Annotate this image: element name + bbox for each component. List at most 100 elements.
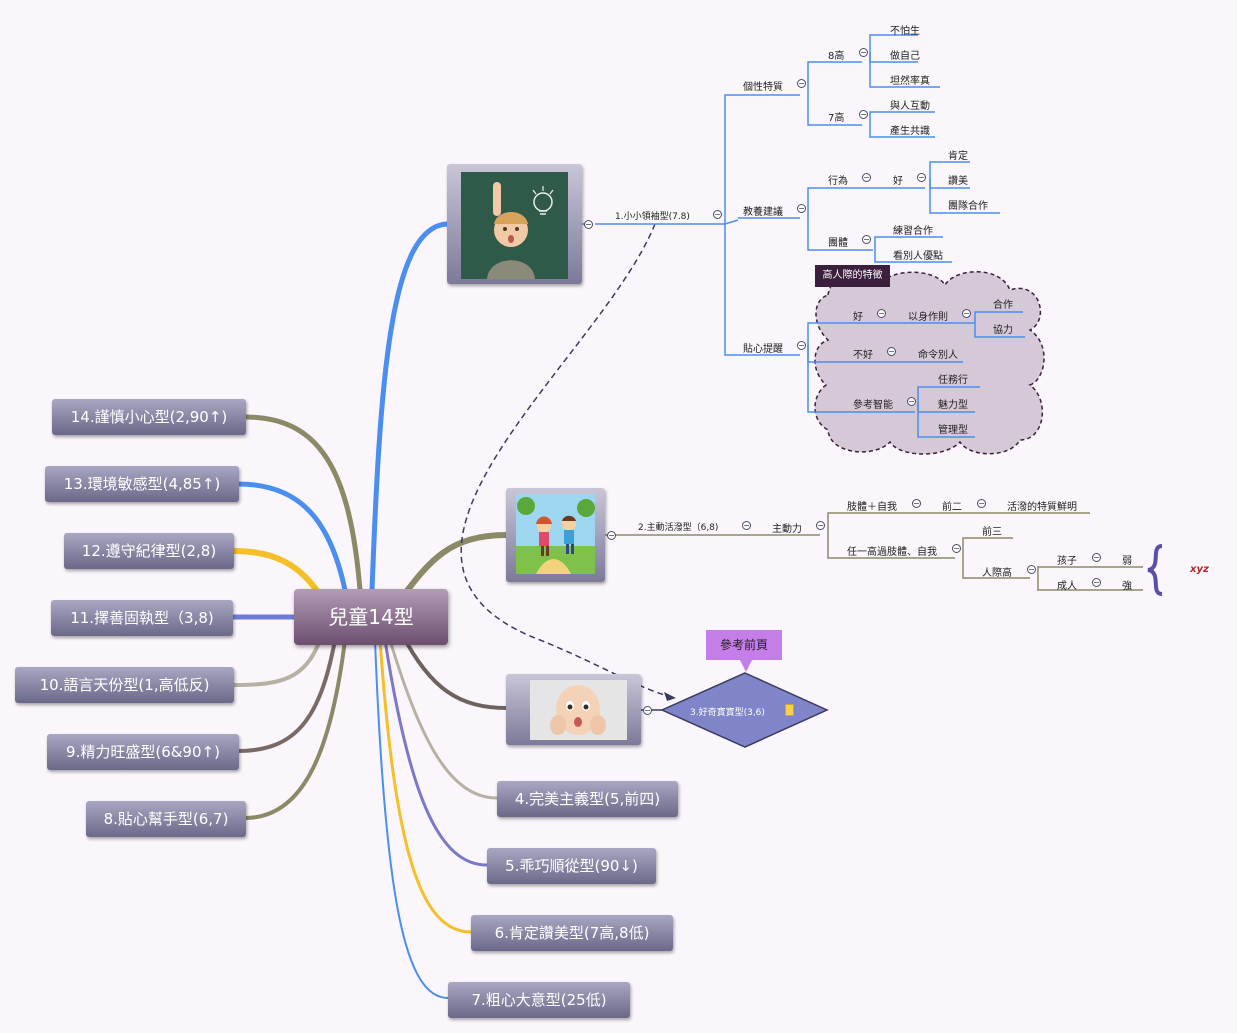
branch-line-4 — [388, 638, 499, 800]
subtopic-behavior[interactable]: 行為 — [828, 176, 848, 187]
topic-1-label[interactable]: 1.小小領袖型(7.8) — [615, 212, 690, 222]
collapse-icon[interactable]: − — [859, 110, 868, 119]
leaf-command[interactable]: 命令別人 — [918, 350, 958, 361]
subtopic-personality[interactable]: 個性特質 — [743, 82, 783, 93]
leaf-r3[interactable]: 管理型 — [938, 425, 968, 436]
collapse-icon[interactable]: − — [742, 521, 751, 530]
note-icon[interactable] — [785, 704, 794, 716]
branch-line-6 — [378, 638, 473, 934]
summary-brace — [1147, 544, 1163, 596]
leaf-e3[interactable]: 團隊合作 — [948, 201, 988, 212]
topic-3-image-box[interactable] — [506, 674, 641, 745]
collapse-icon[interactable]: − — [952, 544, 961, 553]
leaf-g1[interactable]: 練習合作 — [893, 226, 933, 237]
kids-playing-image — [516, 494, 595, 574]
leaf-e2[interactable]: 讚美 — [948, 176, 968, 187]
collapse-icon[interactable]: − — [713, 210, 722, 219]
leaf-c2[interactable]: 協力 — [993, 325, 1013, 336]
collapse-icon[interactable]: − — [797, 79, 806, 88]
leaf-r1[interactable]: 任務行 — [938, 375, 968, 386]
branch-line-1 — [369, 221, 451, 593]
subtopic-high7[interactable]: 7高 — [828, 113, 845, 124]
leaf-r2[interactable]: 魅力型 — [938, 400, 968, 411]
collapse-icon[interactable]: − — [1092, 578, 1101, 587]
collapse-icon[interactable]: − — [607, 531, 616, 540]
subtopic-high8[interactable]: 8高 — [828, 51, 845, 62]
topic-10[interactable]: 10.語言天份型(1,高低反) — [15, 667, 234, 703]
collapse-icon[interactable]: − — [859, 48, 868, 57]
topic-12[interactable]: 12.遵守紀律型(2,8) — [64, 533, 234, 569]
collapse-icon[interactable]: − — [1092, 553, 1101, 562]
topic-11[interactable]: 11.擇善固執型（3,8) — [51, 600, 233, 636]
topic-3-label[interactable]: 3.好奇寶寶型(3,6) — [690, 708, 765, 718]
subtopic-adult[interactable]: 成人 — [1057, 581, 1077, 592]
topic-5[interactable]: 5.乖巧順從型(90↓) — [487, 848, 656, 884]
leaf-p1[interactable]: 不怕生 — [890, 26, 920, 37]
branch-line-13 — [235, 481, 348, 593]
subtopic-example[interactable]: 以身作則 — [908, 312, 948, 323]
leaf-p4[interactable]: 與人互動 — [890, 101, 930, 112]
subtopic-ref[interactable]: 參考智能 — [853, 400, 893, 411]
collapse-icon[interactable]: − — [584, 220, 593, 229]
topic-8[interactable]: 8.貼心幫手型(6,7) — [86, 801, 246, 837]
topic-9[interactable]: 9.精力旺盛型(6&90↑) — [47, 734, 239, 770]
collapse-icon[interactable]: − — [862, 235, 871, 244]
topic-7[interactable]: 7.粗心大意型(25低) — [448, 982, 630, 1018]
relationship-arrow — [460, 223, 677, 699]
leaf-lively[interactable]: 活潑的特質鮮明 — [1007, 502, 1077, 513]
collapse-icon[interactable]: − — [912, 499, 921, 508]
branch-line-5 — [383, 638, 489, 867]
leaf-front3[interactable]: 前三 — [982, 527, 1002, 538]
topic-13[interactable]: 13.環境敏感型(4,85↑) — [45, 466, 239, 502]
branch-line-12 — [231, 548, 323, 598]
subtopic-active[interactable]: 主動力 — [772, 524, 802, 535]
subtopic-tips[interactable]: 貼心提醒 — [743, 344, 783, 355]
collapse-icon[interactable]: − — [797, 341, 806, 350]
boundary-cloud — [814, 271, 1045, 455]
topic-6[interactable]: 6.肯定讚美型(7高,8低) — [471, 915, 673, 951]
summary-label[interactable]: xyz — [1190, 564, 1209, 575]
topic-2-image-box[interactable] — [506, 488, 605, 582]
collapse-icon[interactable]: − — [917, 173, 926, 182]
boy-chalkboard-image — [461, 172, 568, 279]
leaf-p3[interactable]: 坦然率真 — [890, 76, 930, 87]
branch-line-7 — [374, 639, 449, 999]
leaf-e1[interactable]: 肯定 — [948, 151, 968, 162]
surprised-baby-image — [530, 680, 627, 740]
collapse-icon[interactable]: − — [797, 204, 806, 213]
subtopic-bad[interactable]: 不好 — [853, 350, 873, 361]
subtopic-tips-good[interactable]: 好 — [853, 312, 863, 323]
callout-reference[interactable]: 參考前頁 — [706, 630, 782, 672]
branch-line-14 — [242, 414, 363, 593]
subtopic-good[interactable]: 好 — [893, 176, 903, 187]
collapse-icon[interactable]: − — [962, 309, 971, 318]
subtopic-child[interactable]: 孩子 — [1057, 556, 1077, 567]
leaf-weak[interactable]: 弱 — [1122, 556, 1132, 567]
collapse-icon[interactable]: − — [816, 521, 825, 530]
subtopic-education[interactable]: 教養建議 — [743, 207, 783, 218]
topic-4[interactable]: 4.完美主義型(5,前四) — [497, 781, 678, 817]
subtopic-social[interactable]: 人際高 — [982, 568, 1012, 579]
leaf-p5[interactable]: 產生共識 — [890, 126, 930, 137]
topic-14[interactable]: 14.謹慎小心型(2,90↑) — [52, 399, 246, 435]
leaf-strong[interactable]: 強 — [1122, 581, 1132, 592]
subtopic-group[interactable]: 團體 — [828, 238, 848, 249]
collapse-icon[interactable]: − — [977, 499, 986, 508]
collapse-icon[interactable]: − — [887, 347, 896, 356]
collapse-icon[interactable]: − — [862, 173, 871, 182]
collapse-icon[interactable]: − — [643, 706, 652, 715]
leaf-c1[interactable]: 合作 — [993, 300, 1013, 311]
leaf-g2[interactable]: 看別人優點 — [893, 251, 943, 262]
collapse-icon[interactable]: − — [1027, 565, 1036, 574]
collapse-icon[interactable]: − — [877, 309, 886, 318]
topic-1-image-box[interactable] — [447, 164, 582, 284]
boundary-label[interactable]: 高人際的特徵 — [815, 265, 890, 287]
subtopic-front2[interactable]: 前二 — [942, 502, 962, 513]
topic-2-label[interactable]: 2.主動活潑型（6,8) — [638, 523, 719, 533]
collapse-icon[interactable]: − — [907, 397, 916, 406]
subtopic-anyhigh[interactable]: 任一高過肢體、自我 — [847, 547, 937, 558]
leaf-p2[interactable]: 做自己 — [890, 51, 920, 62]
central-topic[interactable]: 兒童14型 — [294, 589, 448, 645]
subtopic-body[interactable]: 肢體＋自我 — [847, 502, 897, 513]
